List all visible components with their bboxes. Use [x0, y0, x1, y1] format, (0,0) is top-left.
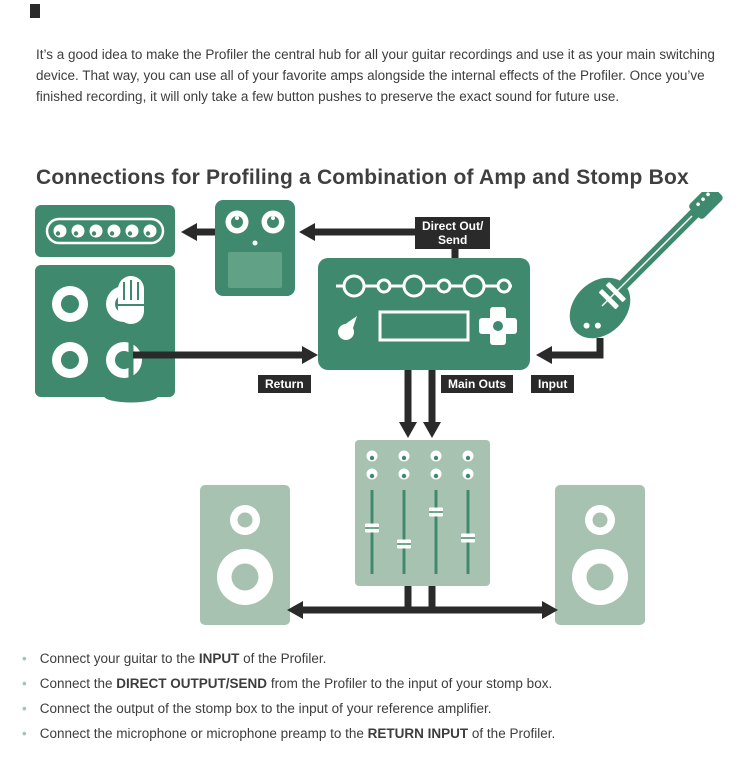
direct-out-send-label-line2: Send [438, 233, 468, 247]
right-speaker [555, 485, 645, 625]
profiler-display [378, 310, 470, 342]
direct-out-send-label: Direct Out/ Send [415, 217, 491, 249]
microphone [104, 276, 158, 403]
mixer-knob-icons [366, 450, 474, 480]
bullet-icon: • [22, 726, 27, 741]
profiler-knob-row [336, 274, 512, 298]
instruction-text: Connect your guitar to the INPUT of the … [39, 651, 327, 666]
main-outs-label: Main Outs [441, 375, 514, 393]
instructions-list: • Connect your guitar to the INPUT of th… [22, 649, 728, 749]
guitar [569, 192, 723, 339]
instruction-item: • Connect the DIRECT OUTPUT/SEND from th… [22, 674, 728, 694]
input-label: Input [531, 375, 575, 393]
instruction-text: Connect the microphone or microphone pre… [39, 726, 556, 741]
arrow-guitar-to-input [536, 338, 604, 364]
instruction-item: • Connect your guitar to the INPUT of th… [22, 649, 728, 669]
stomp-box [215, 200, 295, 296]
bullet-icon: • [22, 701, 27, 716]
amp-knob-icons [53, 224, 157, 238]
mixer [355, 440, 490, 586]
profiler [318, 258, 530, 370]
instruction-item: • Connect the output of the stomp box to… [22, 699, 728, 719]
direct-out-send-label-line1: Direct Out/ [422, 219, 484, 233]
instruction-text: Connect the output of the stomp box to t… [39, 701, 492, 716]
amp-head [35, 205, 175, 257]
bullet-icon: • [22, 676, 27, 691]
speaker-cabinet [35, 265, 175, 397]
kemper-logo-icon [338, 316, 357, 340]
connections-diagram [35, 192, 723, 625]
profiler-dpad-icon [479, 307, 517, 345]
main-outs-arrows [399, 370, 441, 438]
bullet-icon: • [22, 651, 27, 666]
left-speaker [200, 485, 290, 625]
arrow-stompbox-to-amp [181, 223, 215, 241]
instruction-text: Connect the DIRECT OUTPUT/SEND from the … [39, 676, 553, 691]
page-edge-marker [30, 4, 40, 18]
instruction-item: • Connect the microphone or microphone p… [22, 724, 728, 744]
section-heading: Connections for Profiling a Combination … [36, 166, 689, 190]
arrow-mic-to-return [133, 346, 318, 364]
mixer-fader-icons [365, 490, 475, 574]
arrow-mixer-to-speakers [287, 586, 558, 619]
return-label: Return [258, 375, 311, 393]
intro-paragraph: It’s a good idea to make the Profiler th… [36, 46, 715, 104]
